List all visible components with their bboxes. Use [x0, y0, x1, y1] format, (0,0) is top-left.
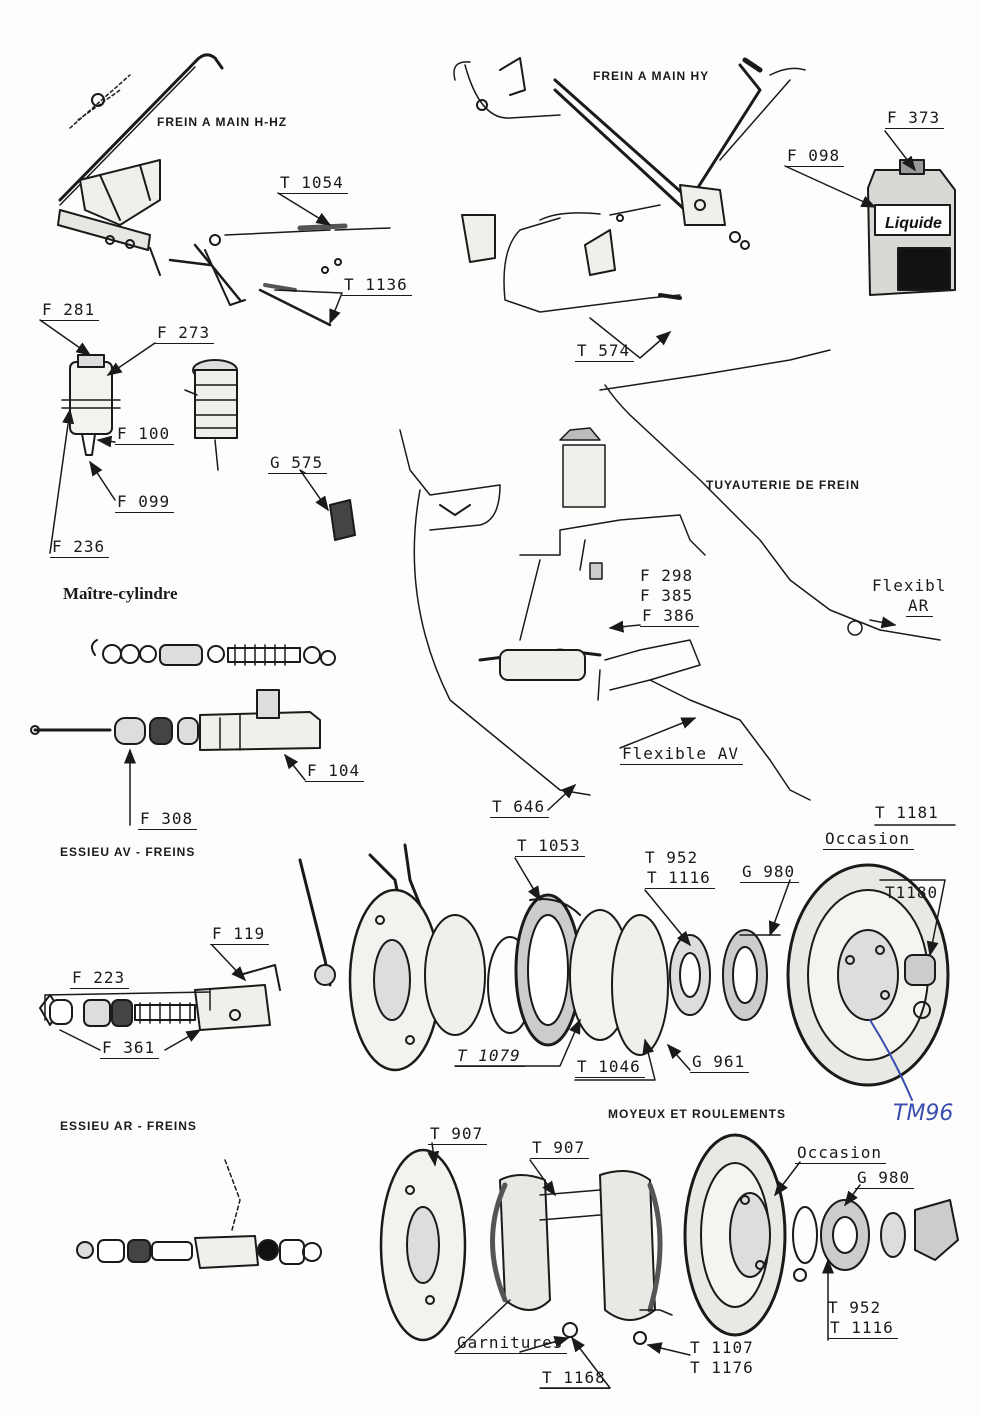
part-label: T 1181 [875, 803, 939, 822]
brake-piping-drawing [399, 349, 941, 801]
section-handbrake-hy: FREIN A MAIN HY [593, 69, 710, 83]
section-brake-piping: TUYAUTERIE DE FREIN [706, 478, 860, 492]
part-label: T 574 [575, 341, 635, 362]
section-master-cylinder: Maître-cylindre [63, 584, 178, 603]
part-label: T 1136 [342, 275, 412, 296]
part-label: T 907 [530, 1138, 590, 1159]
rear-axle-drawing [76, 1133, 959, 1345]
part-label: T 1053 [515, 836, 585, 857]
part-label: F 385 [640, 586, 694, 605]
part-label: F 099 [115, 492, 175, 513]
reservoir-drawing [61, 354, 356, 541]
part-label: F 236 [50, 537, 110, 558]
part-label: G 980 [740, 862, 800, 883]
part-label: T 1176 [690, 1358, 754, 1377]
part-label: Flexible AV [620, 744, 743, 765]
part-label: F 386 [640, 606, 700, 627]
part-label: F 098 [785, 146, 845, 167]
part-label: AR [906, 596, 934, 617]
part-label: T 952 [645, 848, 699, 867]
part-label: T 1107 [690, 1338, 754, 1357]
part-label: F 104 [305, 761, 365, 782]
part-label: T 1079 [455, 1046, 525, 1067]
part-label: Occasion [795, 1143, 887, 1164]
handwritten-arrow [869, 1019, 913, 1101]
part-label: F 298 [640, 566, 694, 585]
part-label: Garnitures [455, 1333, 568, 1354]
part-label: T 1116 [645, 868, 715, 889]
section-hubs-bearings: MOYEUX ET ROULEMENTS [608, 1107, 787, 1121]
part-label: F 361 [100, 1038, 160, 1059]
section-handbrake-hhz: FREIN A MAIN H-HZ [157, 115, 288, 129]
brake-fluid-tin-drawing: Liquide [867, 159, 956, 296]
part-label: Occasion [823, 829, 915, 850]
handwritten-note: TM96 [893, 1101, 954, 1126]
part-label: F 308 [138, 809, 198, 830]
part-label: Flexibl [872, 576, 947, 595]
master-cylinder-drawing [30, 639, 336, 751]
handbrake-hhz-drawing [57, 53, 391, 327]
part-label: T1180 [885, 883, 939, 902]
part-label: T 646 [490, 797, 550, 818]
part-label: G 961 [690, 1052, 750, 1073]
leader-lines [39, 130, 956, 1389]
part-label: T 952 [828, 1298, 882, 1317]
section-rear-axle: ESSIEU AR - FREINS [60, 1119, 197, 1133]
section-front-axle: ESSIEU AV - FREINS [60, 845, 196, 859]
part-label: T 1046 [575, 1057, 645, 1078]
handbrake-hy-drawing [453, 57, 806, 313]
tin-brand-text: Liquide [885, 215, 942, 232]
part-label: T 1054 [278, 173, 348, 194]
part-label: T 1168 [540, 1368, 610, 1389]
part-label: G 980 [855, 1168, 915, 1189]
part-label: F 273 [155, 323, 215, 344]
part-label: F 100 [115, 424, 175, 445]
part-label: F 281 [40, 300, 100, 321]
part-label: F 373 [885, 108, 945, 129]
front-axle-drawing [39, 843, 950, 1087]
part-label: F 119 [210, 924, 270, 945]
part-label: F 223 [70, 968, 130, 989]
part-label: G 575 [268, 453, 328, 474]
part-label: T 1116 [828, 1318, 898, 1339]
part-label: T 907 [428, 1124, 488, 1145]
